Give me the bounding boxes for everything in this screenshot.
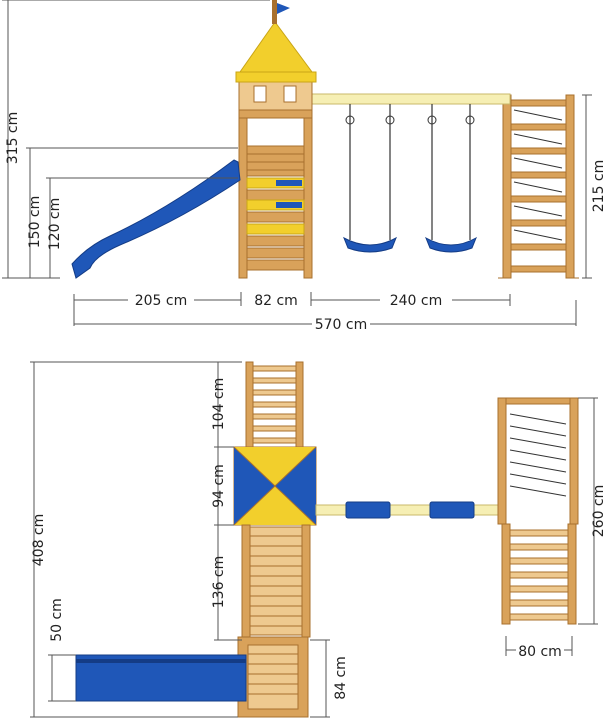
top-view — [30, 361, 598, 718]
swing-beam-top — [315, 501, 507, 519]
swing-seat-right — [425, 104, 477, 253]
front-view — [2, 0, 592, 326]
label-tower-depth: 94 cm — [211, 464, 227, 508]
tower-roof — [235, 0, 317, 83]
climbing-frame-top — [497, 397, 579, 625]
front-dimensions — [2, 0, 592, 326]
label-climber-depth: 260 cm — [591, 485, 605, 538]
label-slide-width: 50 cm — [49, 598, 65, 642]
label-rail-height: 150 cm — [27, 196, 43, 249]
label-total-height: 315 cm — [5, 112, 21, 165]
label-total-depth: 408 cm — [31, 514, 47, 567]
swing-seat-left — [343, 104, 397, 253]
label-climber-height: 215 cm — [591, 160, 605, 213]
label-platform-height: 120 cm — [47, 198, 63, 251]
label-swing-width: 240 cm — [390, 293, 443, 309]
sandbox-top — [237, 636, 309, 718]
dimension-labels: 315 cm 150 cm 120 cm 215 cm 205 cm 82 cm… — [5, 112, 605, 700]
climbing-ramp — [241, 524, 311, 638]
label-total-width: 570 cm — [315, 317, 368, 333]
label-slide-length: 205 cm — [135, 293, 188, 309]
label-climber-width: 80 cm — [518, 644, 562, 660]
climbing-frame — [498, 94, 579, 279]
slide — [71, 159, 241, 279]
tower-roof-top — [233, 446, 317, 526]
label-sandbox-depth: 84 cm — [333, 656, 349, 700]
label-tower-width: 82 cm — [254, 293, 298, 309]
tower — [238, 79, 313, 279]
label-ladder-depth: 104 cm — [211, 378, 227, 431]
top-dimensions — [30, 361, 598, 718]
swing-beam — [309, 93, 511, 105]
label-ramp-depth: 136 cm — [211, 556, 227, 609]
flag-icon — [277, 3, 290, 14]
tower-ladder-top — [245, 361, 304, 448]
